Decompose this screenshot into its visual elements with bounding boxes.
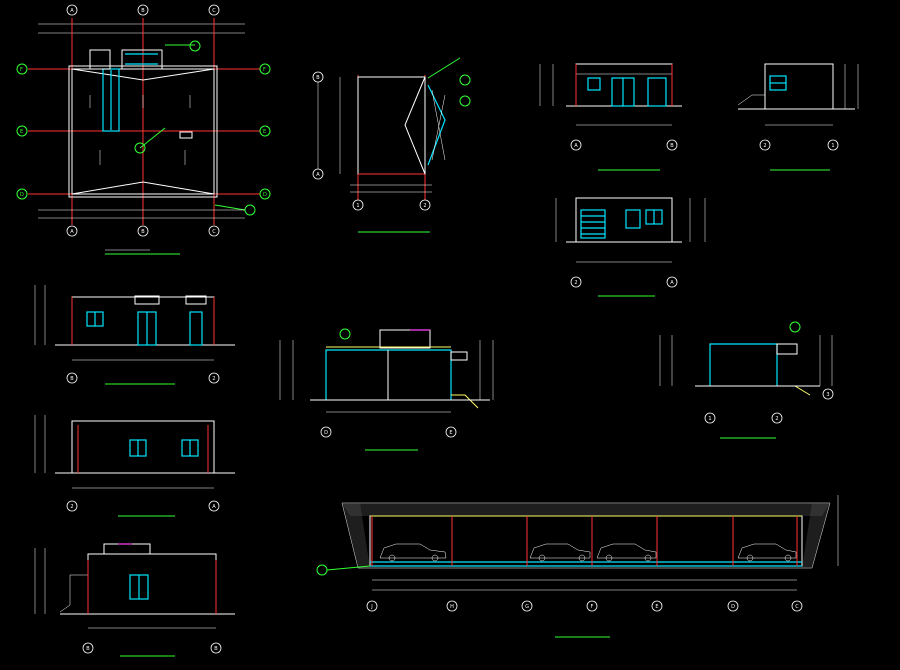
svg-text:2: 2 — [775, 416, 778, 422]
svg-text:A: A — [212, 504, 216, 510]
car-icon — [529, 543, 591, 562]
section-right: 1 2 3 — [659, 321, 834, 439]
elevation-b-b-side: B B — [34, 543, 235, 657]
elevation-2-a: 2 A — [555, 197, 706, 297]
svg-text:B: B — [141, 229, 145, 235]
svg-text:H: H — [450, 604, 454, 610]
section-1-1-garage: J H G F E D C — [316, 495, 839, 638]
svg-text:B: B — [141, 8, 145, 14]
car-icon — [379, 543, 447, 562]
svg-text:3: 3 — [826, 392, 829, 398]
svg-text:1: 1 — [831, 143, 834, 149]
car-icon — [596, 543, 657, 562]
svg-text:2: 2 — [70, 504, 73, 510]
svg-text:2: 2 — [423, 203, 426, 209]
plan-side-axis-bubbles: F E D F E D — [16, 63, 271, 200]
svg-text:2: 2 — [763, 143, 766, 149]
svg-text:G: G — [525, 604, 529, 610]
svg-text:B: B — [214, 646, 218, 652]
svg-text:B: B — [70, 376, 74, 382]
svg-text:F: F — [263, 67, 266, 73]
svg-text:A: A — [316, 172, 320, 178]
svg-text:E: E — [263, 129, 266, 135]
svg-text:D: D — [731, 604, 735, 610]
svg-text:C: C — [212, 229, 216, 235]
elevation-2-1: 2 1 — [737, 63, 859, 171]
plan-axis-bubbles: A B C A B C — [66, 4, 220, 237]
svg-text:1: 1 — [356, 203, 359, 209]
svg-text:E: E — [655, 604, 658, 610]
section-2-2: D E — [279, 328, 494, 451]
svg-text:D: D — [263, 192, 267, 198]
svg-text:B: B — [670, 143, 674, 149]
svg-text:D: D — [324, 430, 328, 436]
svg-text:A: A — [574, 143, 578, 149]
svg-text:F: F — [591, 604, 594, 610]
svg-text:F: F — [20, 67, 23, 73]
svg-text:A: A — [70, 229, 74, 235]
svg-text:C: C — [212, 8, 216, 14]
svg-text:2: 2 — [212, 376, 215, 382]
svg-text:2: 2 — [574, 280, 577, 286]
svg-text:B: B — [316, 75, 320, 81]
svg-text:D: D — [20, 192, 24, 198]
roof-plan: B A 1 2 — [312, 57, 471, 233]
elevation-b-2-front: B 2 — [34, 285, 235, 385]
svg-text:B: B — [86, 646, 90, 652]
elevation-2-a-rear: 2 A — [34, 415, 235, 517]
floor-plan: A B C A B C F E D F E D — [16, 4, 271, 255]
svg-text:J: J — [370, 604, 372, 610]
svg-text:C: C — [795, 604, 799, 610]
car-icon — [737, 543, 797, 562]
svg-text:E: E — [449, 430, 452, 436]
axis-label: A — [70, 8, 74, 14]
svg-text:A: A — [670, 280, 674, 286]
svg-text:E: E — [20, 129, 23, 135]
svg-text:1: 1 — [708, 416, 711, 422]
elevation-a-b: A B — [539, 63, 682, 171]
